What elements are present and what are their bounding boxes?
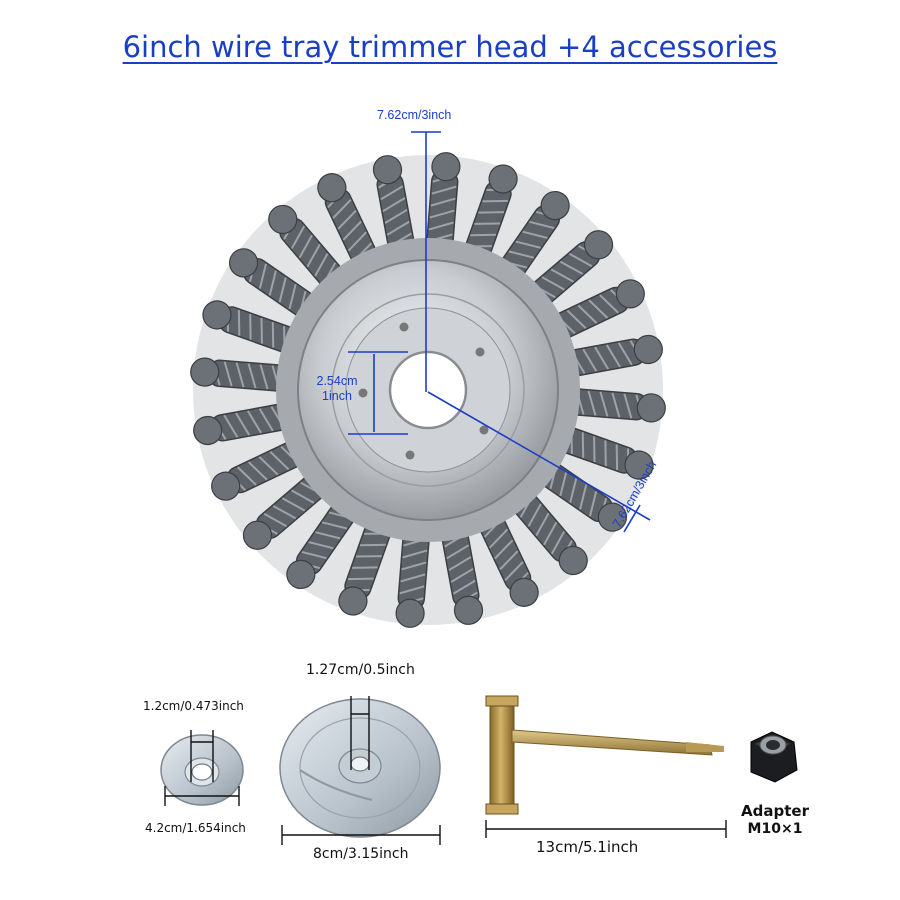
wire-brush-head-image xyxy=(190,152,666,628)
large-washer-bottom-label: 8cm/3.15inch xyxy=(313,846,409,862)
lock-nut-image xyxy=(750,731,798,783)
small-washer-image xyxy=(160,730,244,806)
wrench-length-label: 13cm/5.1inch xyxy=(536,838,639,856)
main-dimension-lines xyxy=(348,131,651,533)
dim-top-label: 7.62cm/3inch xyxy=(377,108,452,122)
small-washer-top-label: 1.2cm/0.473inch xyxy=(143,699,244,713)
large-washer-image xyxy=(279,696,441,845)
t-wrench-image xyxy=(485,695,727,838)
nut-label-thread: M10×1 xyxy=(747,821,803,837)
dim-bore-label-inch: 1inch xyxy=(322,389,352,403)
small-washer-bottom-label: 4.2cm/1.654inch xyxy=(145,821,246,835)
large-washer-top-label: 1.27cm/0.5inch xyxy=(306,662,415,678)
nut-label-adapter: Adapter xyxy=(741,802,809,820)
page-title: 6inch wire tray trimmer head +4 accessor… xyxy=(122,30,778,64)
dim-bore-label-cm: 2.54cm xyxy=(316,374,358,388)
